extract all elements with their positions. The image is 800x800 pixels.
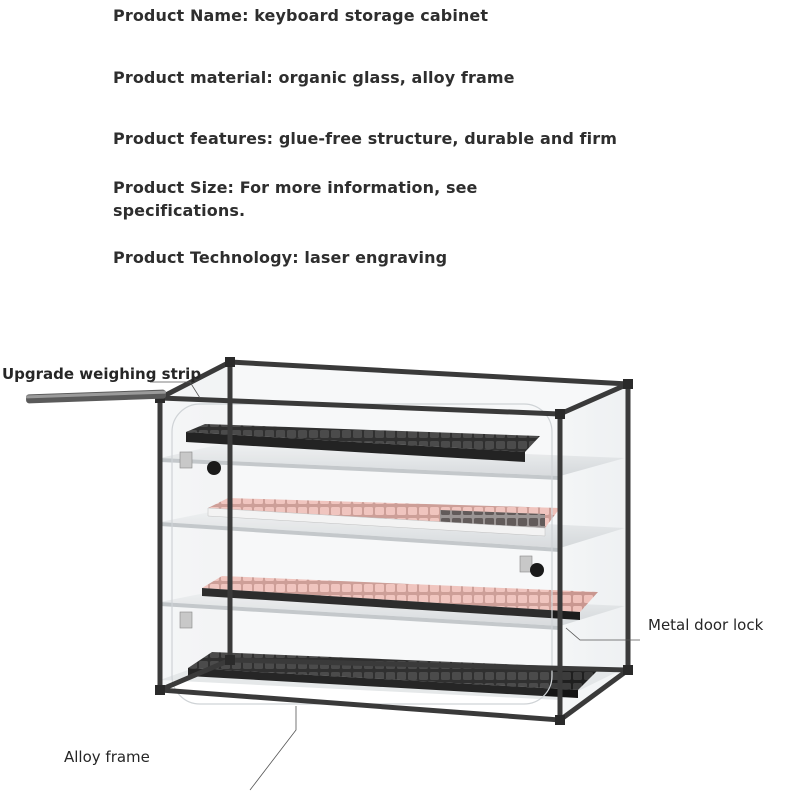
spec-product-technology: Product Technology: laser engraving [113,248,448,267]
keyboard-pink-white [207,498,560,537]
callout-upgrade-weighing-strip: Upgrade weighing strip [2,365,202,383]
callout-alloy-frame: Alloy frame [64,748,150,766]
spec-product-features: Product features: glue-free structure, d… [113,129,617,148]
spec-product-size: Product Size: For more information, see … [113,178,478,220]
spec-product-name: Product Name: keyboard storage cabinet [113,6,489,25]
alloy-frame [156,358,632,724]
weighing-strip-rod [25,389,167,404]
door-lock-knob-right [530,563,544,577]
keyboard-pink-black [202,576,598,620]
spec-product-material: Product material: organic glass, alloy f… [113,68,515,87]
keyboard-black-top [186,424,540,462]
callout-metal-door-lock: Metal door lock [648,616,764,634]
hinge-icon [179,451,533,629]
leader-lines [150,381,640,791]
cabinet-illustration [25,357,640,791]
door-lock-knob-left [207,461,221,475]
shelf-1 [160,442,625,480]
